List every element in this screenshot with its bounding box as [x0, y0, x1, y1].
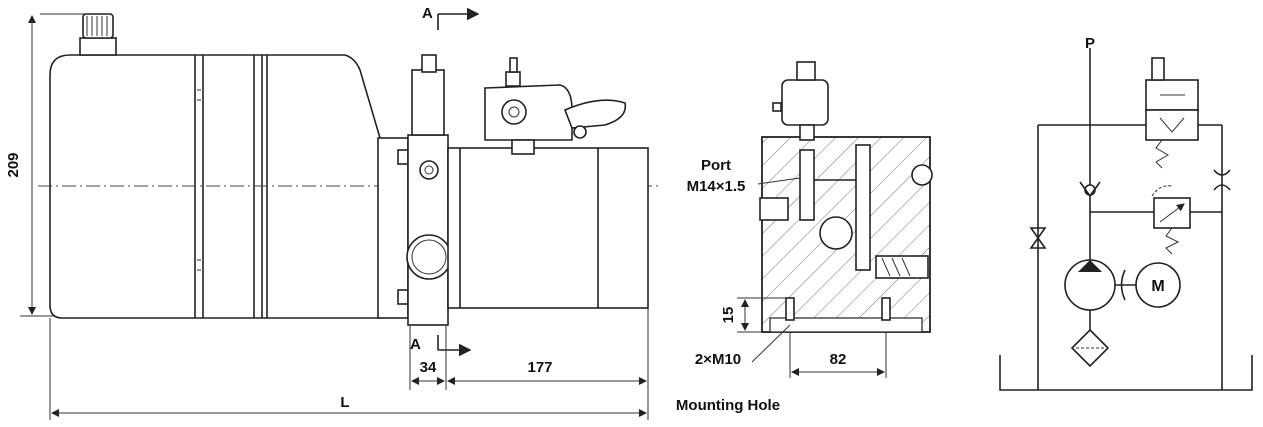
section-marker-top: A [422, 5, 480, 30]
hole-label: 2×M10 [695, 351, 741, 368]
motor-symbol: M [1135, 262, 1181, 308]
length-dim-label: L [340, 394, 349, 411]
bottom-dimensions: 34 177 L [49, 308, 649, 420]
height-dimension: 209 [5, 13, 90, 317]
section-label-top: A [422, 5, 433, 22]
side-view: 209 [5, 5, 660, 420]
dim-15-label: 15 [720, 307, 737, 324]
solenoid-valve [484, 57, 627, 155]
section-solenoid [772, 61, 829, 141]
dim-82-label: 82 [830, 351, 847, 368]
dim-177-label: 177 [527, 359, 552, 376]
flange-plate [377, 137, 409, 319]
pump-symbol [1064, 259, 1140, 311]
motor-body [447, 147, 649, 309]
dim-34-label: 34 [420, 359, 437, 376]
section-view: Port M14×1.5 15 2×M10 Mounting Hole 82 [676, 61, 933, 414]
hydraulic-schematic: P [999, 35, 1253, 391]
section-marker-bottom: A [410, 335, 472, 357]
section-label-bottom: A [410, 336, 421, 353]
oil-tank [49, 54, 381, 319]
directional-valve-symbol [1145, 57, 1199, 169]
reservoir-symbol [999, 355, 1253, 391]
filter-symbol [1070, 328, 1110, 368]
height-dim-label: 209 [5, 152, 22, 177]
mounting-hole-label: Mounting Hole [676, 397, 780, 414]
filler-cap [79, 13, 117, 56]
pressure-port-label: P [1085, 35, 1095, 52]
port-label-line1: Port [701, 157, 731, 174]
relief-valve-symbol [1151, 185, 1191, 255]
port-label-line2: M14×1.5 [687, 178, 746, 195]
dim-15: 15 [720, 297, 786, 333]
valve-block [406, 54, 452, 326]
motor-label: M [1151, 278, 1164, 295]
mounting-hole-callout: 2×M10 Mounting Hole [676, 324, 791, 414]
dim-82: 82 [789, 332, 887, 378]
